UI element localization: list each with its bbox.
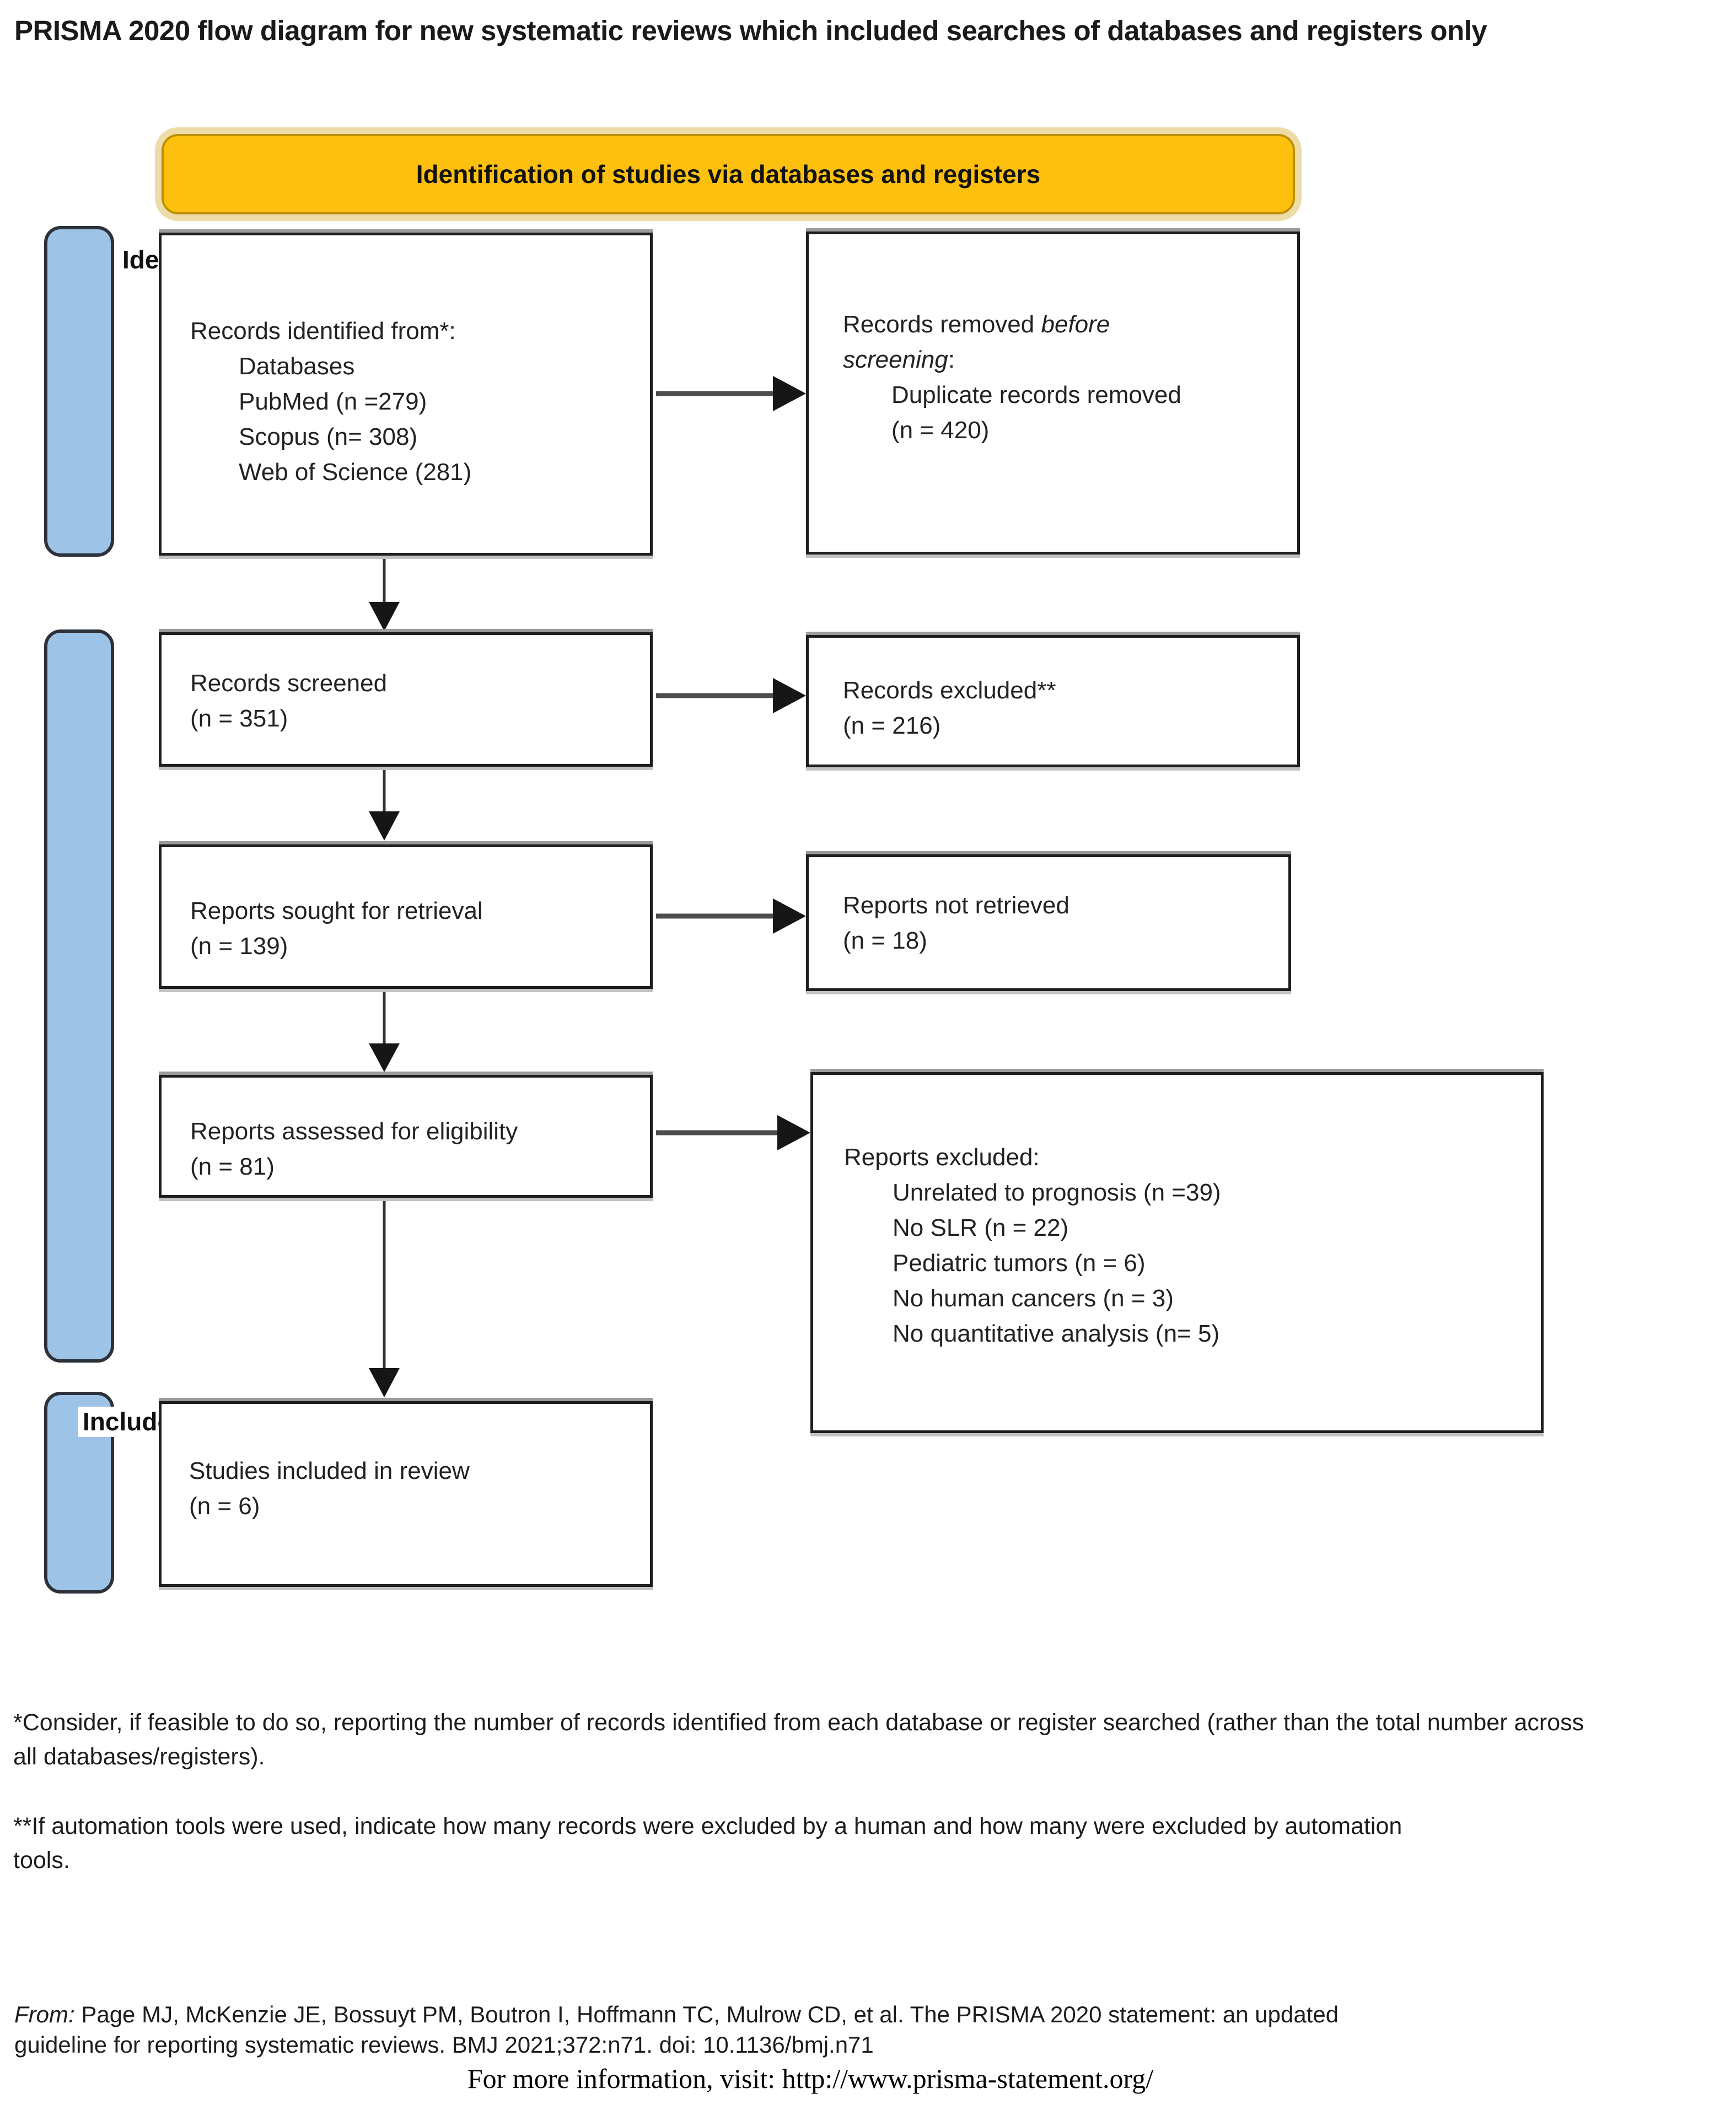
- stage-bar-screening: [44, 629, 114, 1363]
- records-screened-text: Records screened (n = 351): [190, 670, 388, 732]
- studies-included-text: Studies included in review (n = 6): [189, 1457, 470, 1520]
- reports-excluded-lead: Reports excluded:: [844, 1144, 1040, 1171]
- footnote-asterisk: *Consider, if feasible to do so, reporti…: [13, 1709, 1584, 1770]
- footnote-double-asterisk: **If automation tools were used, indicat…: [13, 1813, 1402, 1874]
- identification-banner: Identification of studies via databases …: [162, 134, 1295, 214]
- reports-excluded-items: Unrelated to prognosis (n =39) No SLR (n…: [893, 1179, 1221, 1347]
- arrowhead-identified-to-screened: [369, 602, 400, 631]
- records-removed-italic: before screening: [843, 311, 1110, 373]
- box-records-screened: Records screened (n = 351): [159, 632, 653, 767]
- reports-sought-text: Reports sought for retrieval (n = 139): [190, 897, 483, 960]
- page-title: PRISMA 2020 flow diagram for new systema…: [14, 15, 1487, 46]
- box-reports-excluded: Reports excluded: Unrelated to prognosis…: [810, 1072, 1544, 1433]
- box-records-removed: Records removed before screening: Duplic…: [806, 232, 1300, 555]
- box-reports-not-retrieved: Reports not retrieved (n = 18): [806, 854, 1291, 991]
- arrowhead-sought-to-assessed: [369, 1043, 400, 1072]
- footer-info-link: For more information, visit: http://www.…: [467, 2063, 1154, 2094]
- arrowhead-identified-to-removed: [773, 376, 806, 411]
- reports-not-retrieved-text: Reports not retrieved (n = 18): [843, 892, 1069, 954]
- arrowhead-assessed-to-reports-excluded: [777, 1115, 810, 1150]
- arrowhead-screened-to-sought: [369, 811, 400, 841]
- records-identified-items: Databases PubMed (n =279) Scopus (n= 308…: [239, 353, 472, 486]
- stage-bar-identification: [44, 226, 114, 557]
- reports-assessed-text: Reports assessed for eligibility (n = 81…: [190, 1118, 518, 1180]
- records-removed-items: Duplicate records removed (n = 420): [891, 381, 1181, 444]
- records-excluded-text: Records excluded** (n = 216): [843, 677, 1056, 739]
- box-records-identified: Records identified from*: Databases PubM…: [159, 233, 653, 556]
- records-removed-lead: Records removed before screening:: [843, 311, 1110, 373]
- box-reports-sought: Reports sought for retrieval (n = 139): [159, 844, 653, 989]
- arrowhead-screened-to-excluded: [773, 678, 806, 713]
- box-studies-included: Studies included in review (n = 6): [159, 1401, 653, 1587]
- box-reports-assessed: Reports assessed for eligibility (n = 81…: [159, 1075, 653, 1198]
- citation-body: Page MJ, McKenzie JE, Bossuyt PM, Boutro…: [14, 2001, 1339, 2058]
- records-identified-lead: Records identified from*:: [190, 317, 456, 345]
- arrowhead-sought-to-not-retrieved: [773, 898, 806, 934]
- arrowhead-assessed-to-included: [369, 1368, 400, 1397]
- citation-prefix: From:: [14, 2001, 75, 2027]
- box-records-excluded: Records excluded** (n = 216): [806, 635, 1300, 767]
- identification-banner-label: Identification of studies via databases …: [416, 160, 1041, 189]
- citation: From: Page MJ, McKenzie JE, Bossuyt PM, …: [14, 2000, 1409, 2060]
